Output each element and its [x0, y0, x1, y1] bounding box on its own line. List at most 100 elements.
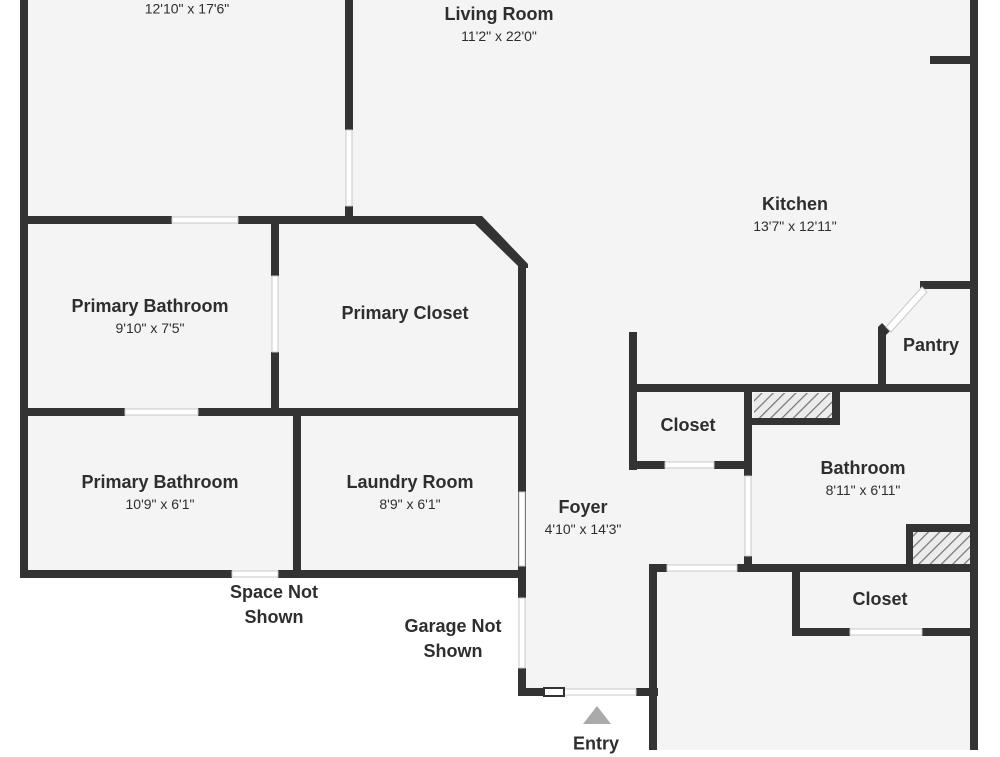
floor-areas	[24, 0, 975, 750]
walls	[20, 0, 978, 750]
wall-closet-diagonal	[475, 216, 528, 268]
wall-closet2-left	[792, 568, 800, 636]
top-left-room-label: 12'10" x 17'6"	[145, 0, 230, 18]
primary-closet-label: Primary Closet	[341, 302, 468, 325]
wall-row-kitchen	[629, 384, 977, 392]
opening-bath1-right	[271, 275, 279, 353]
opening-bath1-top	[171, 216, 239, 224]
top-left-room-dimensions: 12'10" x 17'6"	[144, 0, 230, 17]
living-room-dimensions: 11'2" x 22'0"	[461, 27, 537, 44]
wall-right-kitchen	[970, 58, 978, 290]
opening-bath-left	[744, 475, 752, 557]
primary-bathroom-1-label: Primary Bathroom 9'10" x 7'5"	[71, 295, 228, 337]
wall-bath1-right-b	[271, 352, 279, 410]
closet-center-name: Closet	[660, 414, 716, 435]
wall-kitchen-stub	[930, 56, 978, 64]
floor-living-kitchen	[350, 0, 975, 410]
wall-hatch2-top	[906, 524, 978, 532]
space-not-shown-note: Space Not Shown	[229, 582, 319, 627]
opening-closet-bottom	[664, 461, 715, 469]
hatched-fixture-top	[754, 393, 832, 418]
wall-bath1-right-a	[271, 224, 279, 276]
opening-bath2-bottom	[231, 570, 279, 578]
wall-closet-bottom-b	[714, 461, 750, 469]
bathroom-label: Bathroom 8'11" x 6'11"	[821, 457, 906, 499]
floor-primary-bathroom-1	[24, 220, 276, 410]
laundry-room-name: Laundry Room	[346, 472, 474, 492]
wall-closet2-bottom-a	[792, 628, 850, 636]
hatched-fixture-bottom	[911, 531, 973, 564]
entry-label: Entry	[572, 733, 620, 754]
kitchen-dimensions: 13'7" x 12'11"	[753, 217, 837, 234]
entry-threshold	[543, 687, 565, 697]
wall-row3-b	[278, 570, 526, 578]
laundry-room-dimensions: 8'9" x 6'1"	[379, 495, 441, 512]
wall-pantry-top	[920, 281, 978, 289]
primary-bathroom-1-dimensions: 9'10" x 7'5"	[115, 319, 185, 336]
wall-laundry-right-a	[518, 416, 526, 492]
primary-closet-name: Primary Closet	[341, 302, 469, 323]
wall-row4-b	[737, 564, 978, 572]
wall-foyer-left-low	[518, 566, 526, 598]
wall-pantry-left	[878, 327, 886, 387]
opening-pantry-diagonal	[885, 286, 928, 333]
opening-closet2-bottom	[849, 628, 923, 636]
openings	[124, 129, 928, 696]
wall-row4-a	[649, 564, 667, 572]
foyer-name: Foyer	[558, 497, 608, 517]
primary-bathroom-2-name: Primary Bathroom	[81, 472, 239, 492]
wall-lower-left	[649, 564, 657, 750]
kitchen-name: Kitchen	[761, 194, 828, 214]
wall-row3-a	[20, 570, 232, 578]
living-room-name: Living Room	[444, 4, 554, 24]
wall-closet2-bottom-b	[922, 628, 978, 636]
pantry-name: Pantry	[902, 334, 960, 355]
floor-bottom-right-room	[653, 568, 975, 750]
floor-pantry	[883, 285, 975, 385]
floor-top-left-room	[24, 0, 350, 218]
opening-foyer-left	[518, 597, 526, 669]
floor-primary-bathroom-2	[24, 412, 297, 572]
wall-closet-bottom-a	[629, 461, 665, 469]
wall-row2-b	[198, 408, 526, 416]
wall-hatch2-left	[906, 524, 913, 568]
kitchen-label: Kitchen 13'7" x 12'11"	[753, 193, 837, 235]
wall-bath2-right	[293, 416, 301, 576]
opening-entry-door	[563, 688, 637, 696]
wall-row1-a	[20, 216, 172, 224]
closet-center-label: Closet	[660, 414, 715, 437]
wall-right-lower	[970, 283, 978, 750]
primary-bathroom-2-dimensions: 10'9" x 6'1"	[125, 495, 195, 512]
wall-left-top	[20, 0, 28, 578]
entry-arrow-icon	[583, 706, 611, 724]
opening-top-left-divider	[345, 129, 353, 207]
wall-foyer-bottom-b	[636, 688, 658, 696]
wall-foyer-bottom-a	[518, 688, 544, 696]
wall-top-left-divider	[345, 0, 353, 130]
living-room-label: Living Room 11'2" x 22'0"	[445, 3, 554, 45]
floor-closet-center	[633, 388, 746, 465]
opening-laundry-right	[518, 491, 526, 567]
laundry-room-label: Laundry Room 8'9" x 6'1"	[346, 471, 473, 513]
garage-not-shown-note: Garage Not Shown	[404, 616, 502, 661]
floor-foyer	[522, 385, 746, 690]
wall-top-left-divider-low	[345, 206, 353, 218]
pantry-label: Pantry	[903, 334, 959, 357]
wall-pantry-diagonal	[878, 323, 890, 335]
foyer-dimensions: 4'10" x 14'3"	[544, 520, 622, 537]
wall-row2-a	[20, 408, 125, 416]
wall-closet-right-side	[744, 388, 752, 476]
floor-laundry-room	[297, 412, 522, 572]
foyer-label: Foyer 4'10" x 14'3"	[545, 496, 622, 538]
closet-right-name: Closet	[852, 588, 908, 609]
primary-bathroom-1-name: Primary Bathroom	[71, 296, 229, 316]
closet-right-label: Closet	[852, 588, 907, 611]
primary-bathroom-2-label: Primary Bathroom 10'9" x 6'1"	[81, 471, 238, 513]
wall-hatch-frame-bottom	[750, 418, 840, 425]
floor-primary-closet	[276, 220, 522, 410]
wall-foyer-left-bottom	[518, 668, 526, 694]
bathroom-dimensions: 8'11" x 6'11"	[825, 481, 901, 498]
opening-bath2-top	[124, 408, 199, 416]
wall-kitchen-counter	[629, 332, 637, 470]
